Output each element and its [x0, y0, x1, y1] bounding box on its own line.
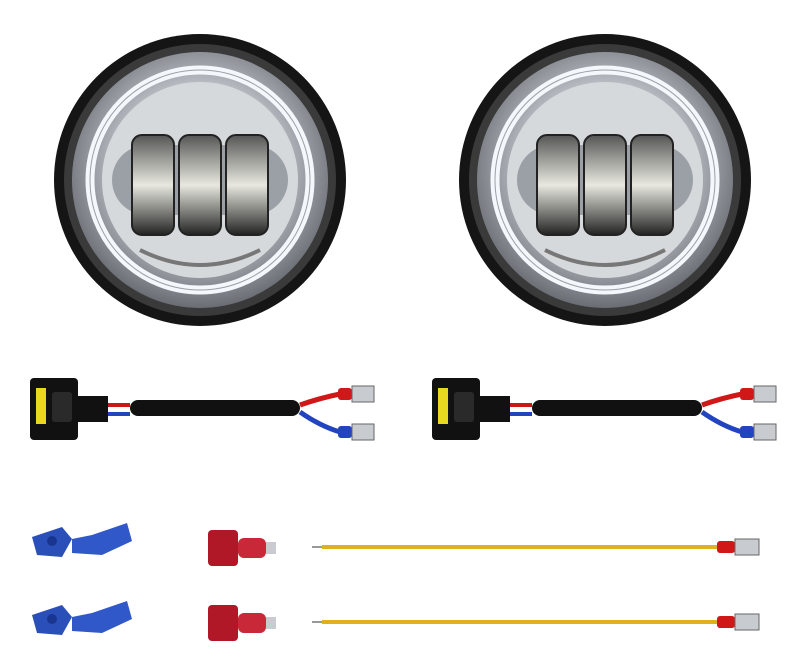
headlight-right [459, 34, 751, 326]
headlight-left [54, 34, 346, 326]
